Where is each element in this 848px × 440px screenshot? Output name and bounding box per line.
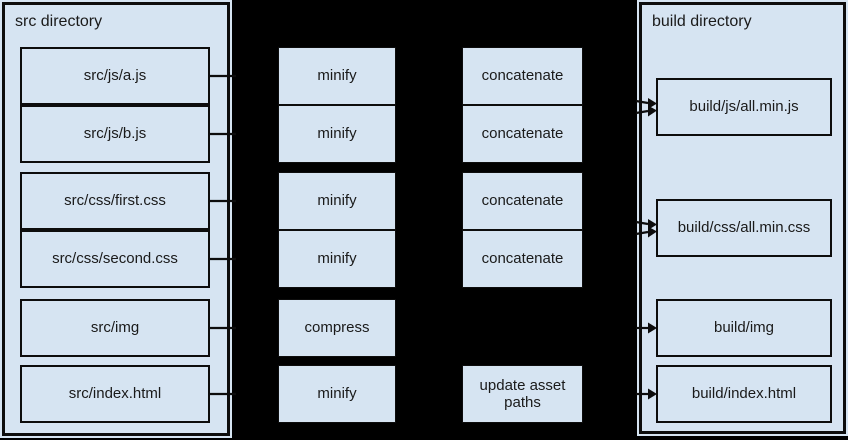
minify-step-box: minify bbox=[278, 47, 396, 105]
build-directory-title: build directory bbox=[652, 13, 752, 30]
src-file-box: src/js/a.js bbox=[20, 47, 210, 105]
compress-step-box: compress bbox=[278, 299, 396, 357]
src-file-box: src/index.html bbox=[20, 365, 210, 423]
build-file-box: build/js/all.min.js bbox=[656, 78, 832, 136]
minify-step-box: minify bbox=[278, 105, 396, 163]
minify-step-box: minify bbox=[278, 230, 396, 288]
concatenate-step-box: concatenate bbox=[462, 172, 583, 230]
src-file-box: src/css/second.css bbox=[20, 230, 210, 288]
src-file-box: src/js/b.js bbox=[20, 105, 210, 163]
src-file-box: src/img bbox=[20, 299, 210, 357]
update-asset-paths-step-box: update asset paths bbox=[462, 365, 583, 423]
concatenate-step-box: concatenate bbox=[462, 230, 583, 288]
src-file-box: src/css/first.css bbox=[20, 172, 210, 230]
minify-step-box: minify bbox=[278, 365, 396, 423]
build-file-box: build/css/all.min.css bbox=[656, 199, 832, 257]
src-directory-title: src directory bbox=[15, 13, 103, 30]
build-file-box: build/index.html bbox=[656, 365, 832, 423]
concatenate-step-box: concatenate bbox=[462, 105, 583, 163]
build-file-box: build/img bbox=[656, 299, 832, 357]
concatenate-step-box: concatenate bbox=[462, 47, 583, 105]
minify-step-box: minify bbox=[278, 172, 396, 230]
